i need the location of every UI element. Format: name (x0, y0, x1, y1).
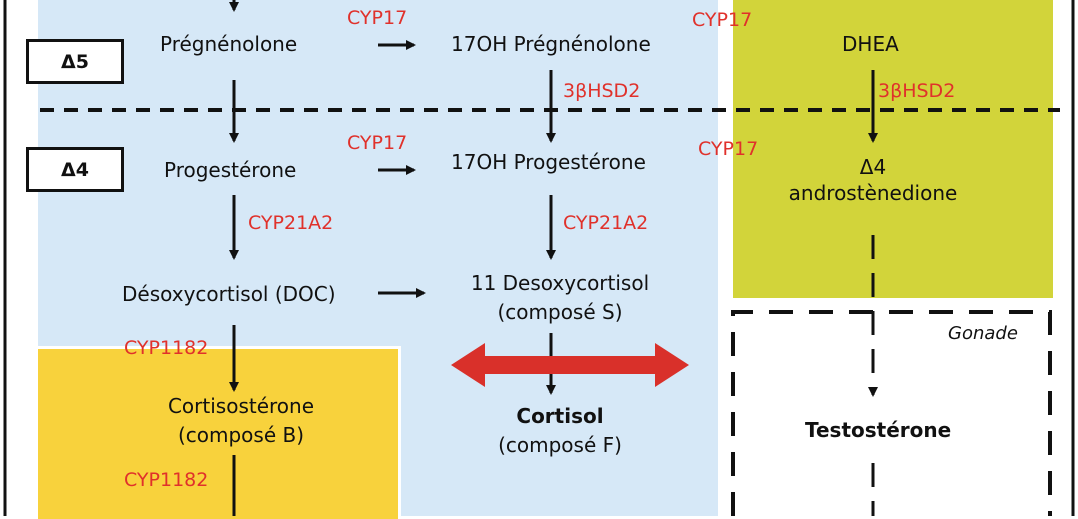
cortisol-line2: (composé F) (498, 433, 622, 457)
enzyme-cyp21a2-b: CYP21A2 (563, 212, 649, 234)
testosterone-label: Testostérone (805, 418, 952, 442)
pregnenolone-label: Prégnénolone (160, 32, 298, 56)
delta4-tag: Δ4 (26, 147, 124, 192)
doc-label: Désoxycortisol (DOC) (122, 282, 336, 306)
enzyme-cyp1182-a: CYP1182 (124, 337, 209, 359)
enzyme-3bhsd2-b: 3βHSD2 (878, 80, 956, 102)
corticosterone-line1: Cortisostérone (167, 394, 315, 418)
desoxycortisol11-line1: 11 Desoxycortisol (470, 271, 650, 295)
delta5-tag: Δ5 (26, 39, 124, 84)
gonade-dashed-box (731, 310, 1052, 516)
enzyme-cyp17-c: CYP17 (347, 132, 408, 154)
enzyme-cyp17-d: CYP17 (698, 138, 759, 160)
androstenedione-line2: androstènedione (788, 181, 958, 205)
enzyme-cyp17-b: CYP17 (692, 9, 753, 31)
androgen-zone-background (733, 0, 1053, 298)
enzyme-cyp1182-b: CYP1182 (124, 469, 209, 491)
dhea-label: DHEA (842, 32, 899, 56)
desoxycortisol11-line2: (composé S) (497, 300, 623, 324)
androstenedione-line1: Δ4 (859, 155, 887, 179)
oh17-progesterone-label: 17OH Progestérone (451, 150, 646, 174)
cortisol-line1: Cortisol (516, 404, 604, 428)
mineralocorticoid-zone-background (38, 346, 401, 519)
red-double-arrow (451, 343, 689, 387)
progesterone-label: Progestérone (164, 158, 297, 182)
oh17-pregnenolone-label: 17OH Prégnénolone (451, 32, 651, 56)
enzyme-cyp17-a: CYP17 (347, 7, 408, 29)
corticosterone-line2: (composé B) (177, 423, 305, 447)
enzyme-3bhsd2-a: 3βHSD2 (563, 80, 641, 102)
enzyme-cyp21a2-a: CYP21A2 (248, 212, 334, 234)
gonade-label: Gonade (948, 323, 1018, 344)
